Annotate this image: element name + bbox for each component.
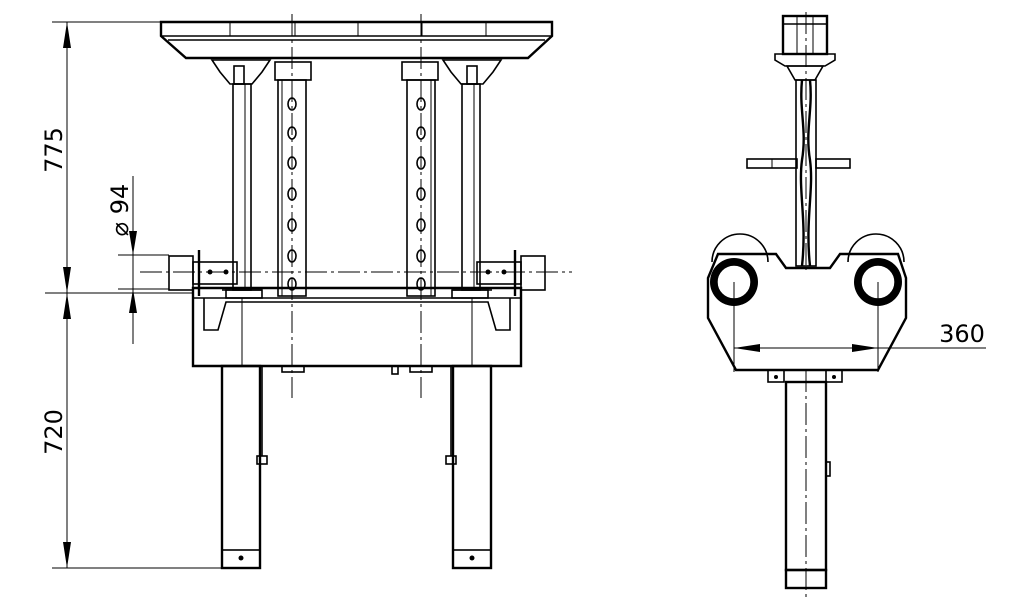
side-leg xyxy=(767,369,843,598)
dimension-lines xyxy=(45,21,222,569)
side-dimension xyxy=(734,344,986,352)
dim-lower-height-label: 720 xyxy=(40,409,68,455)
dim-upper-height-label: 775 xyxy=(40,127,68,173)
legs xyxy=(220,364,493,570)
dim-width-label: 360 xyxy=(939,320,985,348)
side-view: 360 xyxy=(706,12,986,598)
side-top-cap xyxy=(774,14,836,81)
column-brackets xyxy=(210,59,503,85)
side-base-body xyxy=(706,233,908,372)
front-view: 775 720 ⌀ 94 xyxy=(40,14,572,570)
side-column xyxy=(795,12,817,270)
height-columns xyxy=(277,79,436,297)
side-rollers xyxy=(710,258,902,372)
column-holes xyxy=(287,97,426,291)
base-frame xyxy=(191,286,523,375)
dim-diameter-label: ⌀ 94 xyxy=(106,184,134,237)
roller-housings xyxy=(168,250,546,296)
center-lines xyxy=(140,14,572,398)
side-handle xyxy=(746,158,851,169)
top-platform xyxy=(159,20,554,60)
guide-rods xyxy=(232,83,481,291)
